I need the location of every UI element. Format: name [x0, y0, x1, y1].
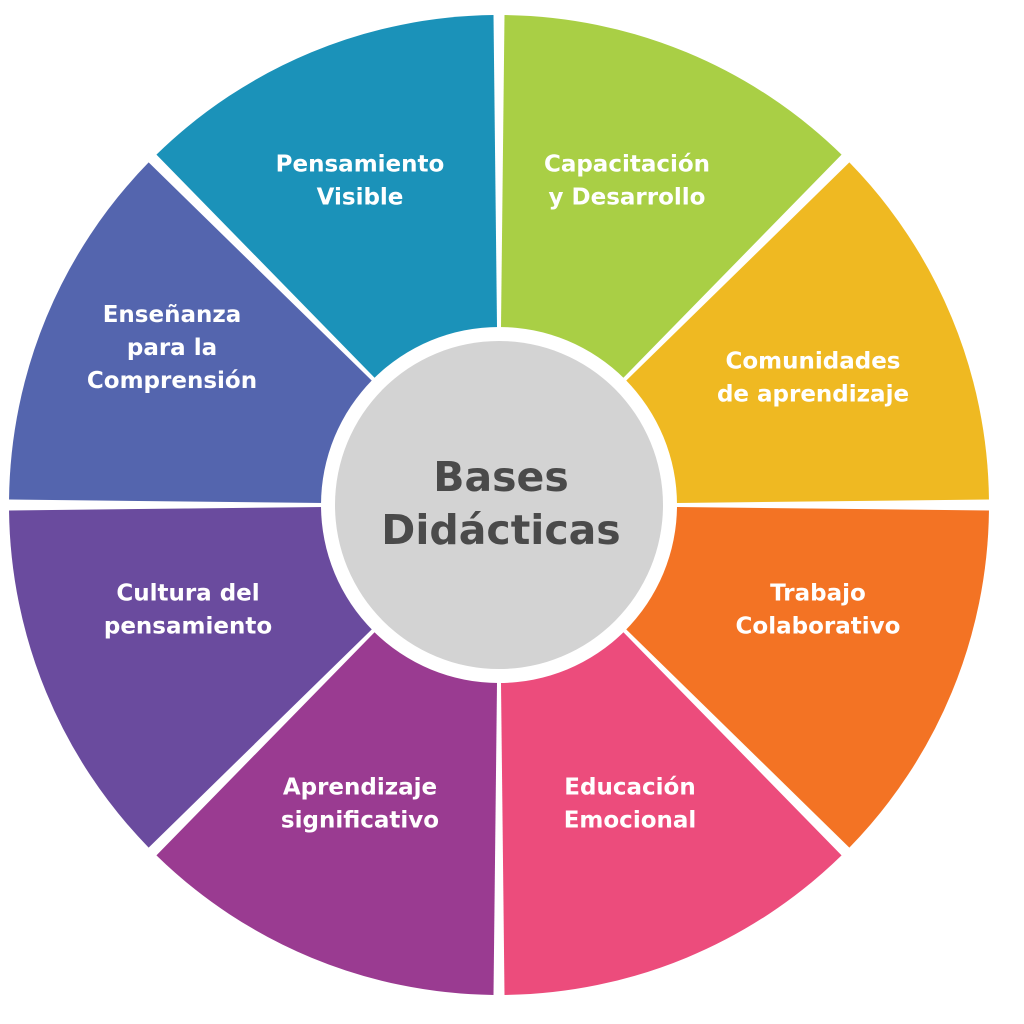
label-comunidades-aprendizaje-line-2: de aprendizaje [717, 382, 909, 408]
label-ensenanza-comprension-line-2: para la [127, 335, 217, 361]
label-aprendizaje-significativo-line-2: significativo [281, 808, 439, 834]
label-capacitacion-desarrollo-line-2: y Desarrollo [549, 185, 706, 211]
label-cultura-pensamiento-line-2: pensamiento [104, 614, 272, 640]
label-cultura-pensamiento-line-1: Cultura del [116, 581, 259, 607]
label-pensamiento-visible-line-2: Visible [317, 185, 404, 211]
center-title-line-1: Bases [433, 453, 569, 501]
label-trabajo-colaborativo-line-1: Trabajo [770, 581, 866, 607]
label-pensamiento-visible-line-1: Pensamiento [276, 152, 445, 178]
label-aprendizaje-significativo-line-1: Aprendizaje [283, 775, 437, 801]
label-educacion-emocional-line-2: Emocional [564, 808, 697, 834]
label-capacitacion-desarrollo-line-1: Capacitación [544, 152, 710, 178]
center-title-line-2: Didácticas [381, 506, 620, 554]
label-educacion-emocional-line-1: Educación [564, 775, 695, 801]
label-comunidades-aprendizaje-line-1: Comunidades [725, 349, 900, 375]
label-trabajo-colaborativo-line-2: Colaborativo [736, 614, 901, 640]
center-hub [335, 341, 663, 669]
label-ensenanza-comprension-line-3: Comprensión [87, 368, 257, 394]
label-ensenanza-comprension-line-1: Enseñanza [103, 302, 242, 328]
